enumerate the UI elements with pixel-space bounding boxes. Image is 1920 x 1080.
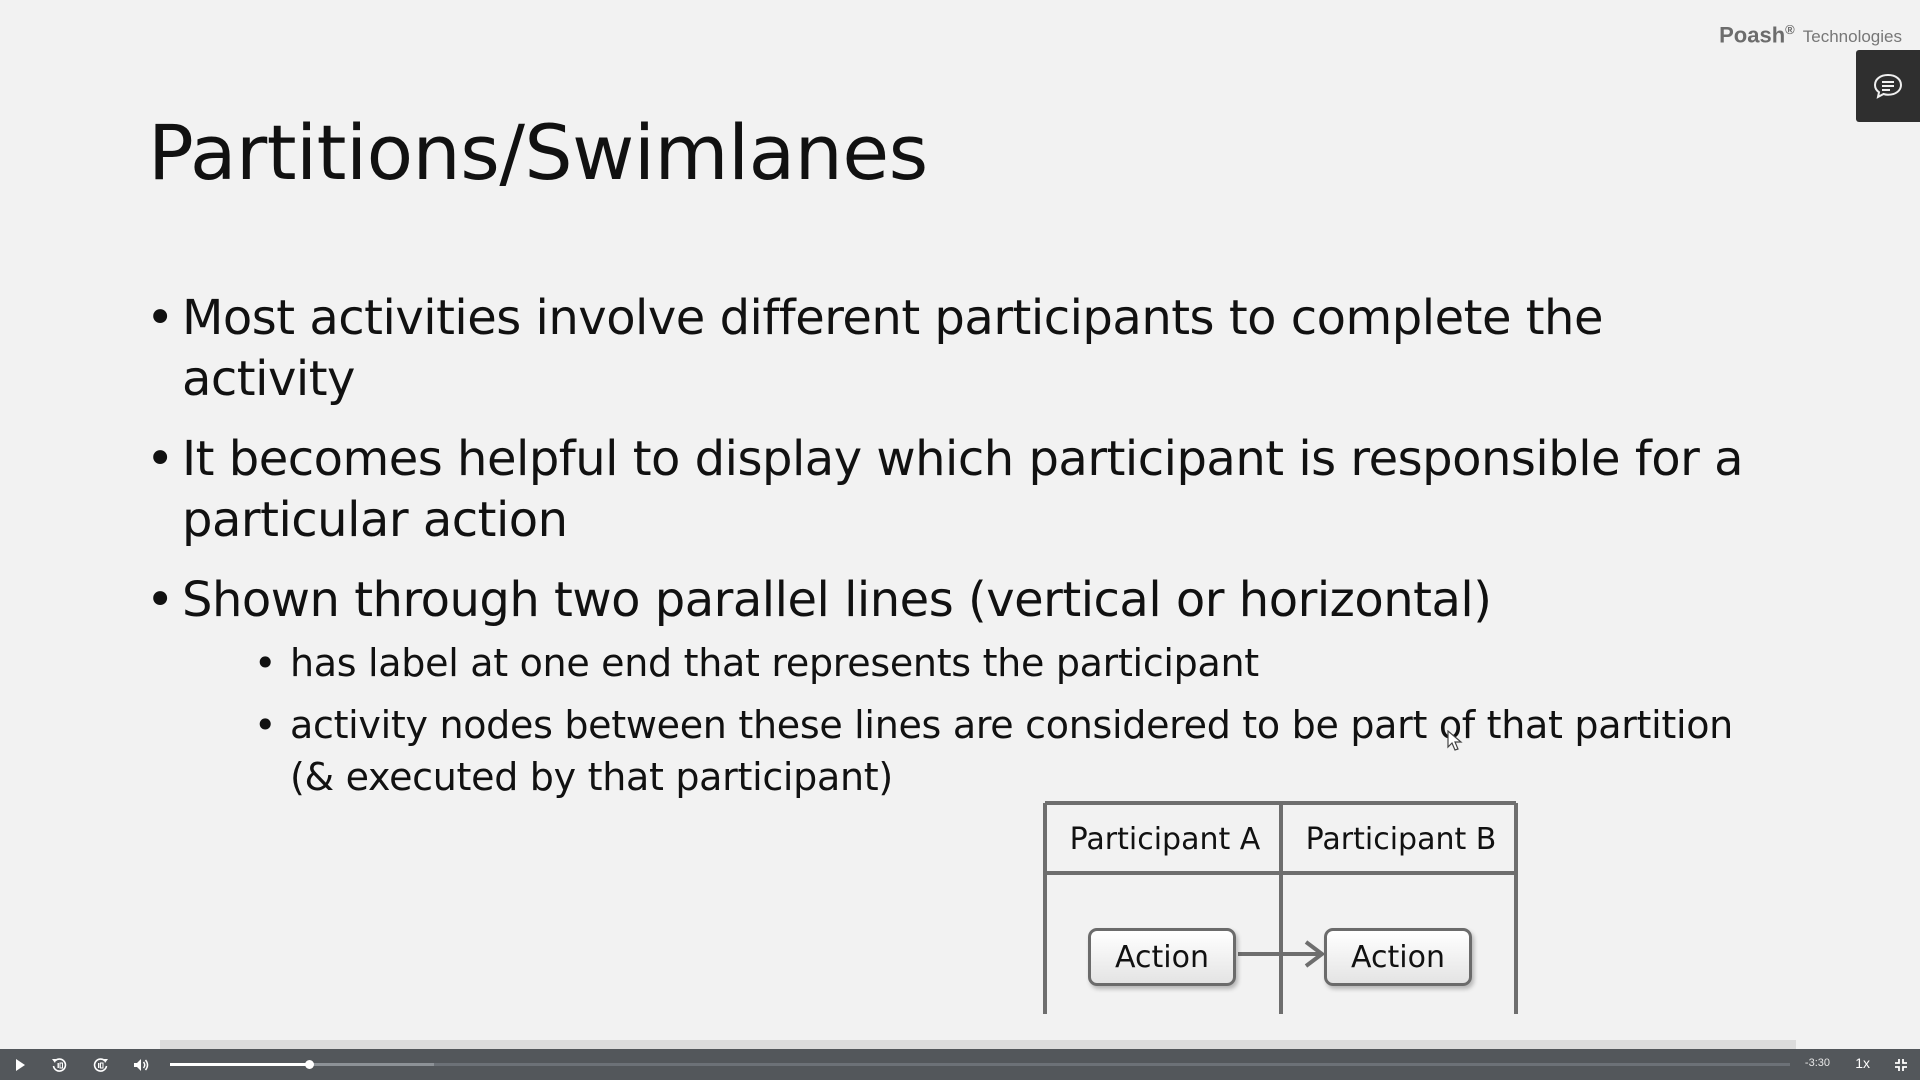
forward-icon [93, 1057, 108, 1072]
time-remaining: -3:30 [1804, 1057, 1830, 1069]
lane-label-a: Participant A [1069, 822, 1261, 857]
bullet-dot: • [146, 431, 174, 487]
progress-thumb[interactable] [305, 1060, 315, 1069]
swimlane-lines [1043, 801, 1518, 1014]
play-button[interactable] [8, 1049, 32, 1080]
rewind-icon [52, 1057, 67, 1072]
sub-bullet-item: • has label at one end that represents t… [254, 637, 1786, 689]
progress-bar[interactable] [170, 1060, 1790, 1069]
action-node: Action [1088, 928, 1236, 986]
progress-played [170, 1063, 310, 1066]
forward-button[interactable] [88, 1049, 114, 1080]
playback-speed-button[interactable]: 1x [1855, 1055, 1870, 1071]
action-node: Action [1324, 928, 1472, 986]
sub-bullet-item: • activity nodes between these lines are… [254, 699, 1786, 803]
bullet-item: • It becomes helpful to display which pa… [146, 429, 1786, 551]
flow-arrow [1238, 940, 1326, 968]
brand-suffix: Technologies [1802, 27, 1902, 47]
slide-title: Partitions/Swimlanes [148, 108, 928, 197]
exit-fullscreen-button[interactable] [1888, 1049, 1914, 1080]
bullet-text: Shown through two parallel lines (vertic… [182, 572, 1492, 628]
bullet-dot: • [254, 703, 277, 747]
bullet-text: It becomes helpful to display which part… [182, 431, 1744, 548]
rewind-button[interactable] [46, 1049, 72, 1080]
bullet-item: • Shown through two parallel lines (vert… [146, 570, 1786, 631]
bullet-list: • Most activities involve different part… [146, 288, 1786, 813]
volume-icon [134, 1058, 149, 1071]
player-controls: -3:30 1x [0, 1049, 1920, 1080]
bullet-text: Most activities involve different partic… [182, 290, 1604, 407]
chat-button[interactable] [1856, 50, 1920, 122]
swimlane-diagram: Participant A Participant B Action Actio… [1040, 800, 1520, 1016]
volume-button[interactable] [128, 1049, 154, 1080]
bullet-dot: • [146, 290, 174, 346]
exit-fullscreen-icon [1895, 1058, 1907, 1071]
lane-label-b: Participant B [1305, 822, 1497, 857]
brand-name: Poash® [1719, 22, 1795, 48]
sub-bullet-text: has label at one end that represents the… [290, 641, 1259, 685]
slide-scroll-strip [160, 1040, 1796, 1049]
chat-icon [1873, 73, 1903, 99]
bullet-dot: • [146, 572, 174, 628]
play-icon [16, 1058, 25, 1071]
brand-logo: Poash® Technologies [1719, 22, 1902, 48]
bullet-item: • Most activities involve different part… [146, 288, 1786, 410]
mouse-pointer-icon [1447, 730, 1463, 751]
bullet-dot: • [254, 641, 277, 685]
sub-bullet-text: activity nodes between these lines are c… [290, 703, 1733, 799]
sub-bullet-list: • has label at one end that represents t… [146, 637, 1786, 803]
